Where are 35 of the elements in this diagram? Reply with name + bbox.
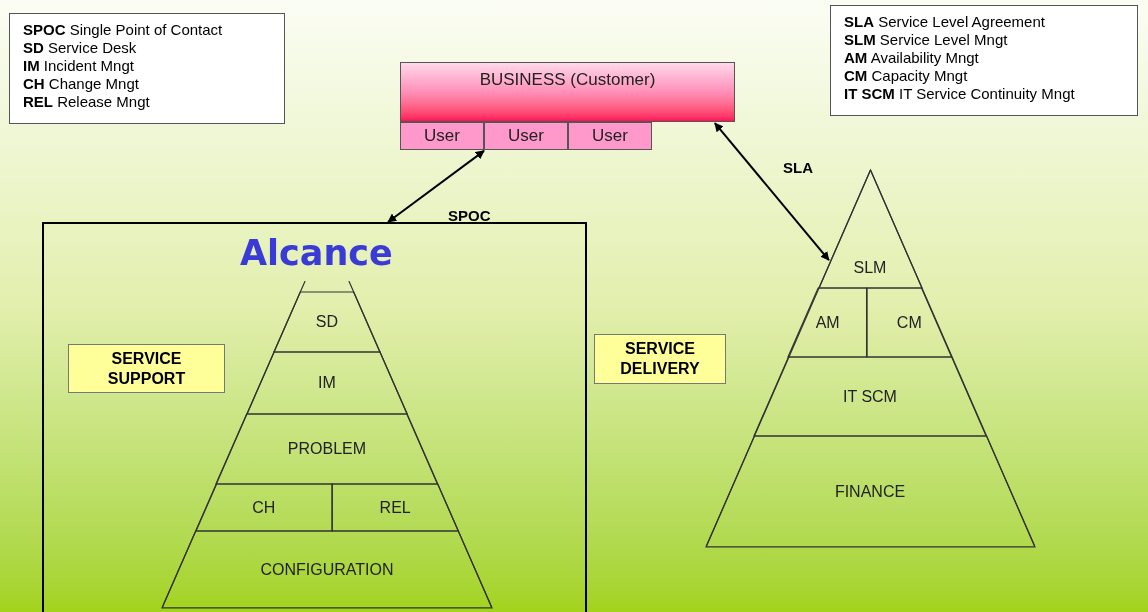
abbreviation-line: IT SCM IT Service Continuity Mngt bbox=[844, 85, 1076, 103]
abbreviation-line: CH Change Mngt bbox=[23, 75, 140, 93]
abbreviation-line: REL Release Mngt bbox=[23, 93, 151, 111]
pyramid-segment: SLM bbox=[818, 170, 922, 288]
abbreviation-box bbox=[830, 5, 1138, 116]
abbreviation-line: SLM Service Level Mngt bbox=[844, 31, 1009, 49]
pyramid-segment: REL bbox=[332, 484, 459, 531]
edge-label: SPOC bbox=[448, 206, 491, 226]
area-label-box: SERVICE SUPPORT bbox=[68, 344, 225, 393]
pyramid-segment: SD bbox=[274, 292, 380, 352]
pyramid-segment: CH bbox=[195, 484, 332, 531]
pyramid-segment: IT SCM bbox=[753, 357, 987, 436]
edge-label: SLA bbox=[783, 158, 813, 178]
abbreviation-box bbox=[9, 13, 285, 124]
abbreviation-line: IM Incident Mngt bbox=[23, 57, 135, 75]
abbreviation-line: SD Service Desk bbox=[23, 39, 138, 57]
area-label-box: SERVICE DELIVERY bbox=[594, 334, 726, 384]
double-arrow bbox=[387, 149, 485, 223]
pyramid-segment: IM bbox=[246, 352, 408, 414]
user-box: User bbox=[400, 122, 484, 150]
pyramid-segment: PROBLEM bbox=[216, 414, 438, 484]
pyramid-segment: CM bbox=[867, 288, 952, 357]
abbreviation-line: SPOC Single Point of Contact bbox=[23, 21, 224, 39]
business-box: BUSINESS (Customer) bbox=[400, 62, 735, 122]
user-box: User bbox=[484, 122, 568, 150]
service-support-frame bbox=[42, 222, 587, 612]
pyramid-segment: AM bbox=[788, 288, 867, 357]
user-box: User bbox=[568, 122, 652, 150]
abbreviation-line: CM Capacity Mngt bbox=[844, 67, 969, 85]
pyramid-segment: CONFIGURATION bbox=[162, 531, 492, 608]
abbreviation-line: AM Availability Mngt bbox=[844, 49, 980, 67]
abbreviation-line: SLA Service Level Agreement bbox=[844, 13, 1046, 31]
scope-title: Alcance bbox=[240, 232, 393, 274]
pyramid-segment: FINANCE bbox=[705, 436, 1035, 547]
double-arrow bbox=[713, 122, 830, 262]
